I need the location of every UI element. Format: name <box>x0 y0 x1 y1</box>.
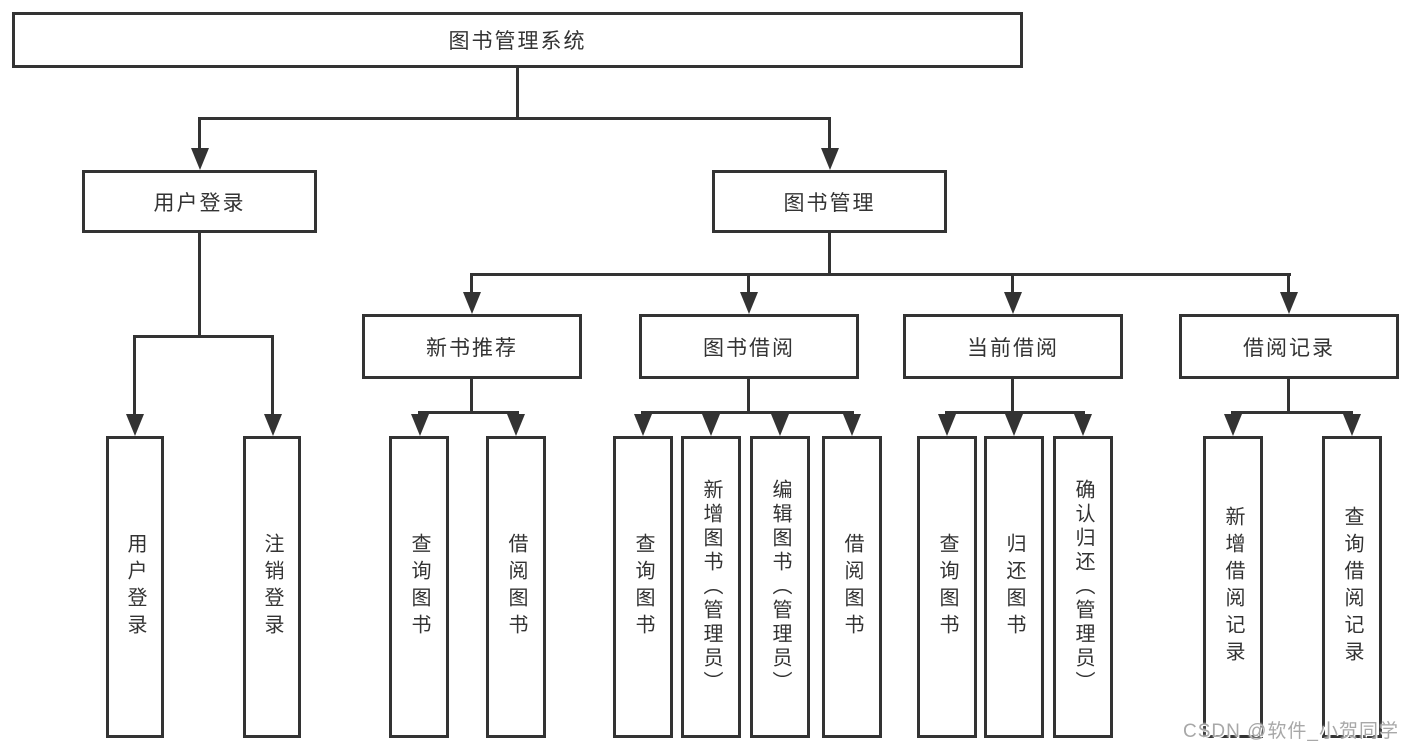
leaf-return-books: 归还图书 <box>984 436 1044 738</box>
connector-drop-new-books <box>470 275 473 294</box>
leaf-label: 新增借阅记录 <box>1222 506 1244 668</box>
arrowhead-down-icon <box>1004 292 1022 314</box>
csdn-watermark: CSDN @软件_小贺同学 <box>1183 721 1399 742</box>
leaf-query-books: 查询图书 <box>917 436 977 738</box>
arrowhead-down-icon <box>938 414 956 436</box>
arrowhead-down-icon <box>463 292 481 314</box>
leaf-label: 归还图书 <box>1003 533 1025 641</box>
leaf-query-books: 查询图书 <box>389 436 449 738</box>
leaf-borrow-books: 借阅图书 <box>486 436 546 738</box>
arrowhead-down-icon <box>411 414 429 436</box>
connector-user-login-vertical <box>198 233 201 337</box>
connector-root-vertical <box>516 68 519 119</box>
connector-group-vertical <box>470 379 473 413</box>
arrowhead-down-icon <box>191 148 209 170</box>
connector-level2-bar <box>198 117 831 120</box>
node-label: 用户登录 <box>153 191 246 215</box>
connector-book-management-vertical <box>828 233 831 275</box>
node-book-management: 图书管理 <box>712 170 947 233</box>
leaf-label: 查询图书 <box>408 533 430 641</box>
connector-group-bar <box>945 411 1085 414</box>
leaf-confirm-return-admin: 确认归还（管理员） <box>1053 436 1113 738</box>
leaf-label: 查询借阅记录 <box>1341 506 1363 668</box>
connector-group-bar <box>641 411 854 414</box>
arrowhead-down-icon <box>821 148 839 170</box>
arrowhead-down-icon <box>1005 414 1023 436</box>
node-book-borrowing: 图书借阅 <box>639 314 859 379</box>
node-label: 新书推荐 <box>426 336 518 360</box>
arrowhead-down-icon <box>634 414 652 436</box>
leaf-label: 新增图书（管理员） <box>700 479 722 695</box>
connector-group-vertical <box>747 379 750 413</box>
connector-drop-logout-leaf <box>271 337 274 416</box>
leaf-add-books-admin: 新增图书（管理员） <box>681 436 741 738</box>
connector-drop-borrow-records <box>1287 275 1290 294</box>
arrowhead-down-icon <box>1280 292 1298 314</box>
leaf-label: 确认归还（管理员） <box>1072 479 1094 695</box>
leaf-label: 借阅图书 <box>841 533 863 641</box>
connector-user-login-bar <box>133 335 274 338</box>
connector-group-bar <box>1231 411 1353 414</box>
connector-drop-book-management <box>828 119 831 150</box>
leaf-label: 注销登录 <box>261 533 283 641</box>
connector-group-bar <box>418 411 519 414</box>
connector-drop-book-borrowing <box>747 275 750 294</box>
connector-group-vertical <box>1287 379 1290 413</box>
arrowhead-down-icon <box>702 414 720 436</box>
node-label: 当前借阅 <box>967 336 1059 360</box>
connector-level3-bar <box>470 273 1291 276</box>
leaf-add-borrow-record: 新增借阅记录 <box>1203 436 1263 738</box>
connector-drop-current-borrowing <box>1011 275 1014 294</box>
connector-drop-user-login <box>198 119 201 150</box>
arrowhead-down-icon <box>264 414 282 436</box>
leaf-user-login: 用户登录 <box>106 436 164 738</box>
leaf-label: 查询图书 <box>936 533 958 641</box>
connector-drop-login-leaf <box>133 337 136 416</box>
leaf-edit-books-admin: 编辑图书（管理员） <box>750 436 810 738</box>
leaf-label: 查询图书 <box>632 533 654 641</box>
node-label: 图书管理系统 <box>448 30 587 53</box>
leaf-borrow-books: 借阅图书 <box>822 436 882 738</box>
leaf-logout: 注销登录 <box>243 436 301 738</box>
node-label: 图书管理 <box>783 191 876 215</box>
leaf-query-borrow-record: 查询借阅记录 <box>1322 436 1382 738</box>
node-borrow-records: 借阅记录 <box>1179 314 1399 379</box>
leaf-label: 用户登录 <box>124 533 146 641</box>
node-label: 借阅记录 <box>1243 336 1335 360</box>
leaf-query-books: 查询图书 <box>613 436 673 738</box>
arrowhead-down-icon <box>1224 414 1242 436</box>
arrowhead-down-icon <box>1074 414 1092 436</box>
arrowhead-down-icon <box>1343 414 1361 436</box>
connector-group-vertical <box>1011 379 1014 413</box>
arrowhead-down-icon <box>740 292 758 314</box>
leaf-label: 编辑图书（管理员） <box>769 479 791 695</box>
arrowhead-down-icon <box>771 414 789 436</box>
node-new-book-recommendation: 新书推荐 <box>362 314 582 379</box>
arrowhead-down-icon <box>126 414 144 436</box>
node-library-management-system: 图书管理系统 <box>12 12 1023 68</box>
node-current-borrowing: 当前借阅 <box>903 314 1123 379</box>
node-user-login: 用户登录 <box>82 170 317 233</box>
leaf-label: 借阅图书 <box>505 533 527 641</box>
arrowhead-down-icon <box>507 414 525 436</box>
node-label: 图书借阅 <box>703 336 795 360</box>
arrowhead-down-icon <box>843 414 861 436</box>
